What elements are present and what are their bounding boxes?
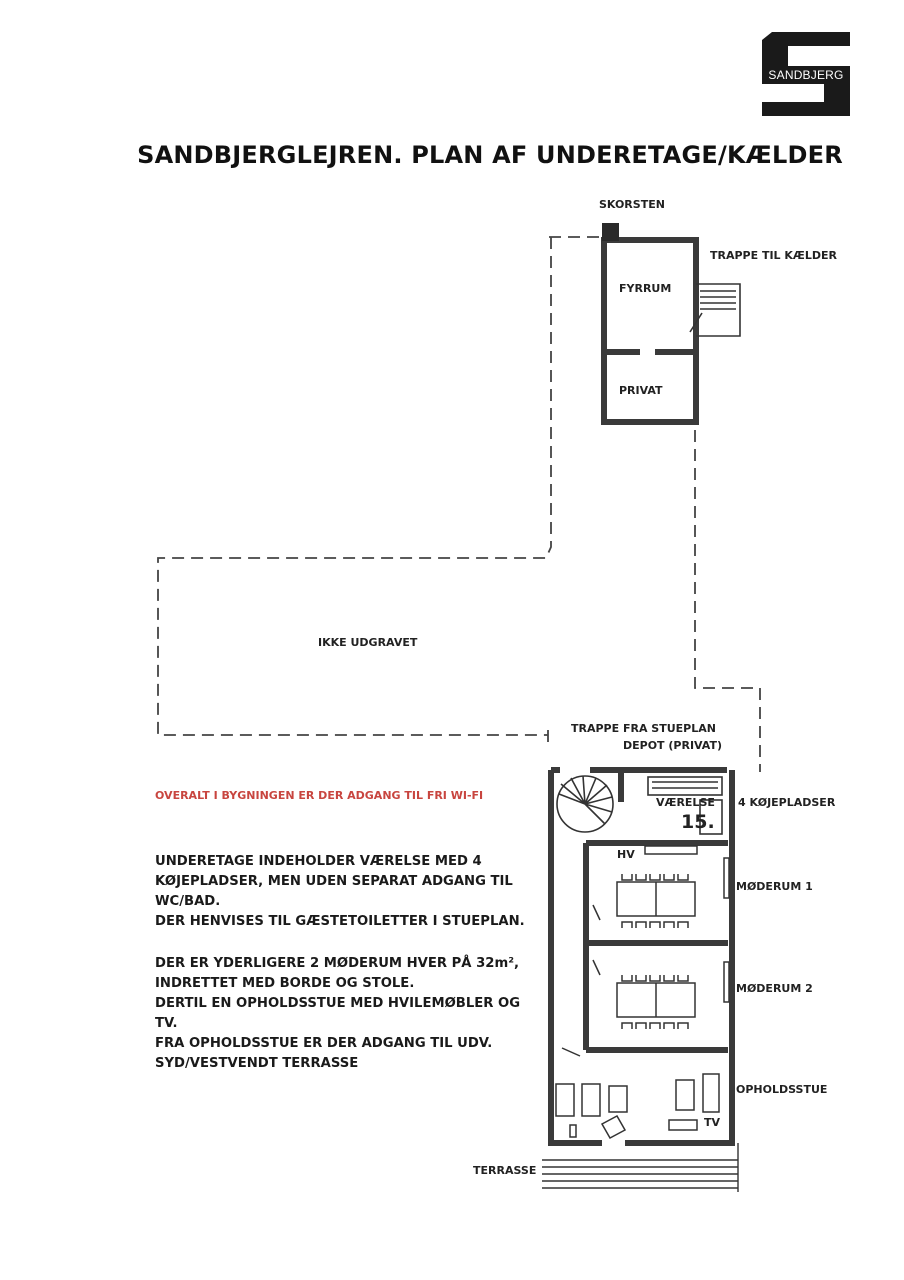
label-trappe-til-kaelder: TRAPPE TIL KÆLDER — [710, 249, 837, 262]
description-paragraph-2: DER ER YDERLIGERE 2 MØDERUM HVER PÅ 32m²… — [155, 954, 520, 1074]
label-moderum-1: MØDERUM 1 — [736, 880, 813, 893]
spiral-stair — [556, 775, 614, 833]
paragraph-line: DER ER YDERLIGERE 2 MØDERUM HVER PÅ 32m²… — [155, 956, 519, 971]
stair-to-cellar — [689, 283, 741, 337]
paragraph-line: TV. — [155, 1016, 178, 1031]
paragraph-line: FRA OPHOLDSSTUE ER DER ADGANG TIL UDV. — [155, 1036, 493, 1051]
chimney — [602, 223, 619, 241]
label-room-number: 15. — [681, 811, 715, 833]
paragraph-line: DER HENVISES TIL GÆSTETOILETTER I STUEPL… — [155, 914, 525, 929]
boiler-building — [601, 237, 699, 425]
lounge-furniture — [555, 1073, 720, 1140]
label-depot: DEPOT (PRIVAT) — [623, 739, 722, 752]
main-building — [548, 767, 735, 1146]
paragraph-line: KØJEPLADSER, MEN UDEN SEPARAT ADGANG TIL — [155, 874, 513, 889]
paragraph-line: INDRETTET MED BORDE OG STOLE. — [155, 976, 415, 991]
wifi-notice: OVERALT I BYGNINGEN ER DER ADGANG TIL FR… — [155, 789, 484, 802]
label-ikke-udgravet: IKKE UDGRAVET — [318, 636, 418, 649]
label-opholdsstue: OPHOLDSSTUE — [736, 1083, 828, 1096]
meeting-room-1-furniture — [592, 845, 730, 928]
label-fyrrum: FYRRUM — [619, 282, 672, 295]
bunk-beds — [647, 776, 723, 835]
description-paragraph-1: UNDERETAGE INDEHOLDER VÆRELSE MED 4 KØJE… — [155, 852, 525, 932]
meeting-room-2-furniture — [561, 959, 730, 1057]
paragraph-line: SYD/VESTVENDT TERRASSE — [155, 1056, 359, 1071]
sandbjerg-logo: SANDBJERG — [762, 32, 850, 116]
page-title: SANDBJERGLEJREN. PLAN AF UNDERETAGE/KÆLD… — [137, 141, 843, 169]
label-trappe-fra-stueplan: TRAPPE FRA STUEPLAN — [571, 722, 716, 735]
label-terrasse: TERRASSE — [473, 1164, 537, 1177]
paragraph-line: UNDERETAGE INDEHOLDER VÆRELSE MED 4 — [155, 854, 482, 869]
label-moderum-2: MØDERUM 2 — [736, 982, 813, 995]
paragraph-line: DERTIL EN OPHOLDSSTUE MED HVILEMØBLER OG — [155, 996, 521, 1011]
label-hv: HV — [617, 848, 635, 861]
label-tv: TV — [704, 1116, 721, 1129]
terrace — [542, 1143, 739, 1192]
paragraph-line: WC/BAD. — [155, 894, 221, 909]
label-vaerelse: VÆRELSE — [656, 796, 715, 809]
label-privat: PRIVAT — [619, 384, 663, 397]
logo-text: SANDBJERG — [762, 67, 850, 84]
label-kojepladser: 4 KØJEPLADSER — [738, 796, 836, 809]
unexcavated-outline — [157, 236, 761, 772]
label-skorsten: SKORSTEN — [599, 198, 665, 211]
